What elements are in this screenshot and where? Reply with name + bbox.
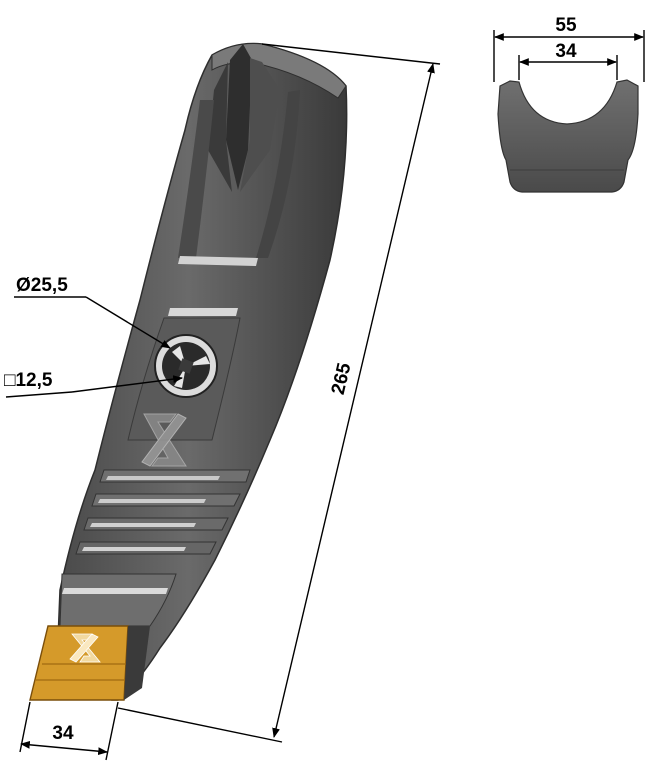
- length-dimension-line: [272, 63, 435, 738]
- cross-section-profile: [497, 79, 639, 193]
- overall-length-dimension: 265: [117, 43, 441, 743]
- square-size-callout: □12,5: [4, 370, 183, 398]
- tip-logo: [69, 633, 101, 663]
- tip-width-label: 34: [52, 723, 74, 744]
- wear-ribs: [75, 469, 251, 555]
- overall-length-label: 265: [328, 361, 356, 397]
- tip-width-dimension: 34: [19, 701, 119, 761]
- carbide-tip: [29, 625, 150, 701]
- tip-width-dimension-line: [20, 740, 108, 756]
- square-size-label: □12,5: [4, 370, 53, 391]
- inner-width-label: 34: [555, 41, 577, 62]
- shank-highlight-upper: [178, 256, 258, 266]
- outer-width-label: 55: [555, 15, 577, 36]
- hole-diameter-label: Ø25,5: [16, 275, 68, 296]
- cross-section-view: 55 34: [493, 15, 645, 193]
- hole-diameter-callout: Ø25,5: [14, 275, 171, 349]
- chisel-body: [29, 42, 348, 701]
- body-logo: [141, 413, 187, 467]
- shank-highlight-lower: [168, 308, 238, 316]
